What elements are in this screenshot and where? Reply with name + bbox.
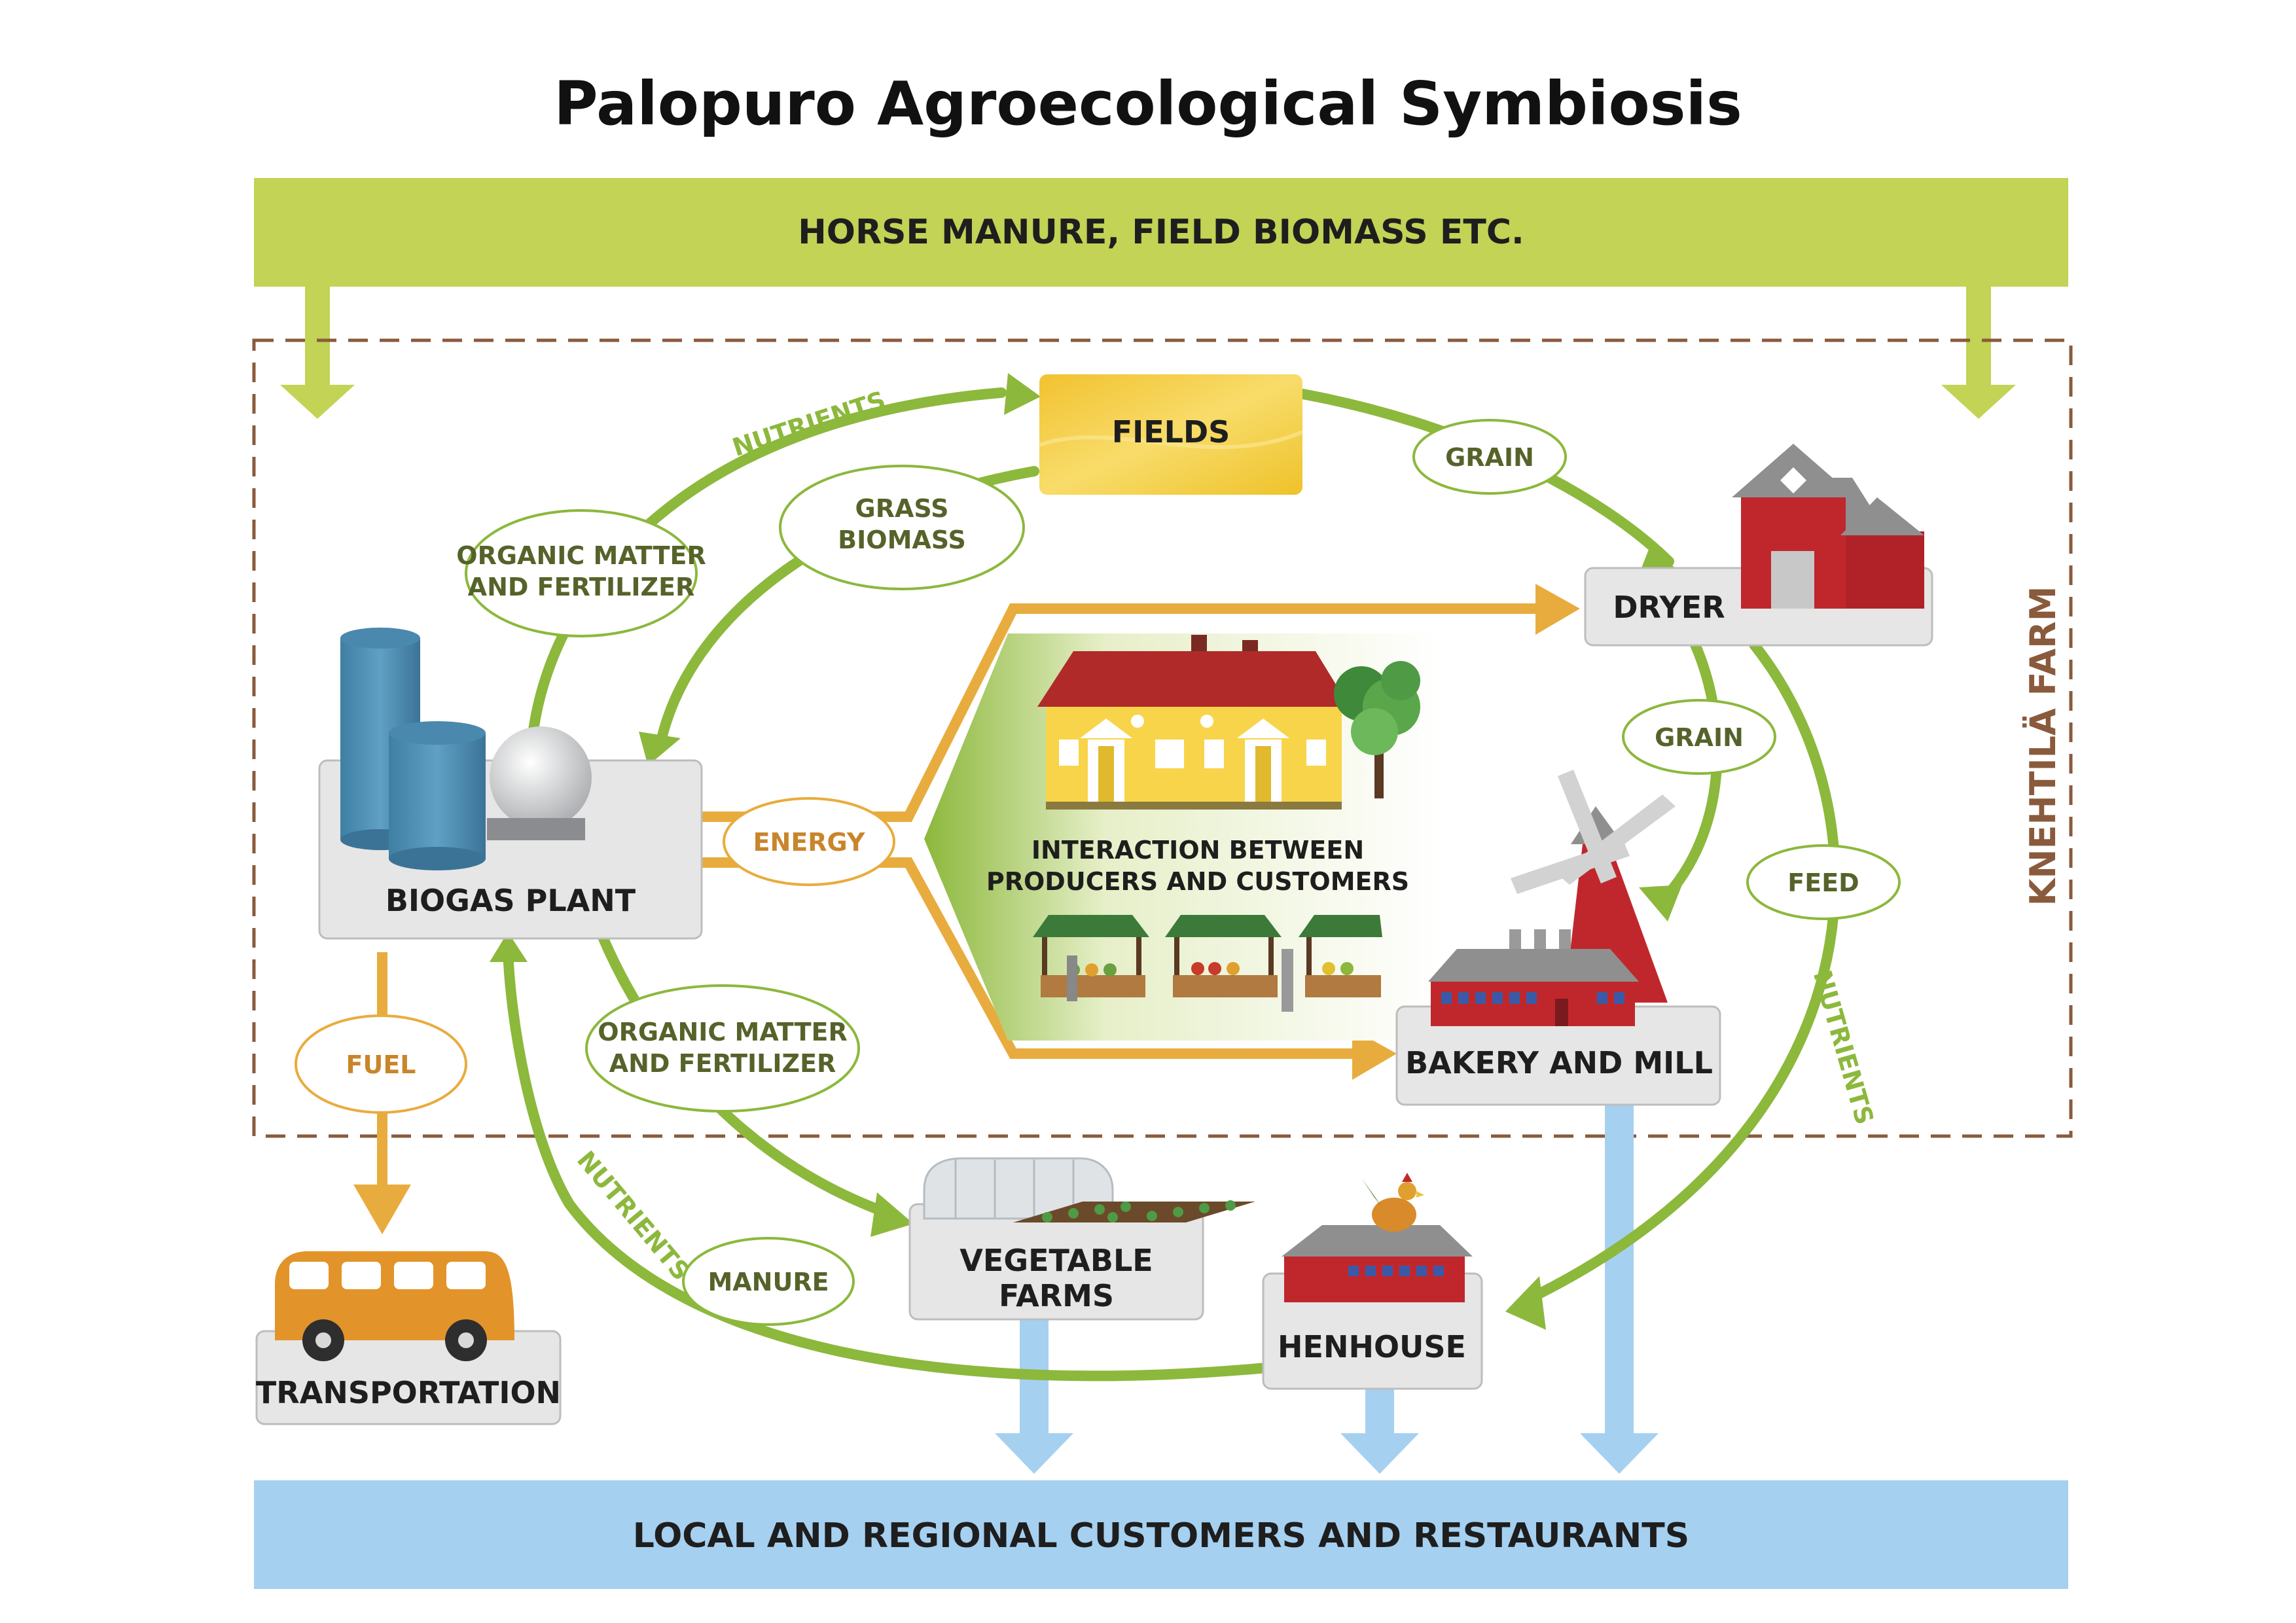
fields-node[interactable]: FIELDS	[1038, 374, 1304, 495]
fields-label: FIELDS	[1112, 414, 1230, 450]
dryer-node[interactable]: DRYER	[1584, 444, 1933, 647]
vegetable-farms-node[interactable]: VEGETABLE FARMS	[908, 1157, 1255, 1321]
organic-left-line2: AND FERTILIZER	[468, 573, 695, 601]
windmill-illustration	[1511, 770, 1676, 1003]
feed-label: FEED	[1746, 844, 1901, 920]
manor-house-illustration	[1037, 635, 1350, 810]
market-stalls-illustration	[1033, 915, 1382, 1012]
top-band-label: HORSE MANURE, FIELD BIOMASS ETC.	[798, 213, 1524, 252]
nutrients-top-label: NUTRIENTS	[729, 385, 889, 462]
fuel-label: FUEL	[295, 1014, 467, 1114]
energy-text: ENERGY	[753, 828, 865, 857]
grain-mid-text: GRAIN	[1655, 723, 1744, 752]
transportation-node[interactable]: TRANSPORTATION	[255, 1251, 562, 1425]
henhouse-node[interactable]: HENHOUSE	[1262, 1173, 1483, 1390]
feed-text: FEED	[1787, 868, 1859, 897]
bottom-band-label: LOCAL AND REGIONAL CUSTOMERS AND RESTAUR…	[633, 1516, 1689, 1556]
organic-matter-left-label: ORGANIC MATTER AND FERTILIZER	[456, 509, 706, 637]
organic-matter-bottom-label: ORGANIC MATTER AND FERTILIZER	[585, 984, 860, 1113]
vegetable-label-line1: VEGETABLE	[960, 1243, 1153, 1278]
tree-illustration	[1334, 661, 1420, 798]
manure-label: MANURE	[682, 1237, 855, 1326]
grain-top-label: GRAIN	[1412, 419, 1567, 495]
manure-text: MANURE	[708, 1268, 829, 1296]
grass-line2: BIOMASS	[838, 526, 966, 554]
dryer-label: DRYER	[1613, 590, 1725, 625]
henhouse-label: HENHOUSE	[1278, 1329, 1466, 1364]
rooster-icon	[1361, 1173, 1424, 1232]
energy-arrowheads	[353, 584, 1580, 1234]
transportation-label: TRANSPORTATION	[256, 1375, 561, 1410]
vegetable-plot-illustration	[1013, 1200, 1255, 1222]
organic-bottom-line2: AND FERTILIZER	[609, 1049, 836, 1078]
grain-top-text: GRAIN	[1445, 443, 1534, 472]
grass-biomass-label: GRASS BIOMASS	[779, 465, 1025, 590]
organic-bottom-line1: ORGANIC MATTER	[598, 1018, 847, 1046]
bakery-label: BAKERY AND MILL	[1405, 1045, 1713, 1080]
grass-line1: GRASS	[855, 494, 949, 523]
energy-label: ENERGY	[723, 797, 895, 886]
greenhouse-illustration	[923, 1157, 1114, 1220]
interaction-label-line2: PRODUCERS AND CUSTOMERS	[986, 867, 1409, 896]
organic-left-line1: ORGANIC MATTER	[456, 541, 706, 570]
vegetable-label-line2: FARMS	[999, 1278, 1114, 1313]
fuel-text: FUEL	[346, 1050, 416, 1079]
biogas-label: BIOGAS PLANT	[386, 883, 636, 918]
farm-label: KNEHTILÄ FARM	[2022, 586, 2064, 906]
biogas-tanks-illustration	[340, 628, 592, 870]
diagram-title: Palopuro Agroecological Symbiosis	[554, 69, 1742, 139]
dryer-barn-illustration	[1732, 444, 1924, 609]
interaction-label-line1: INTERACTION BETWEEN	[1031, 836, 1364, 865]
bus-icon	[275, 1251, 514, 1361]
nutrients-right-label: NUTRIENTS	[1808, 967, 1879, 1128]
farm-boundary	[252, 338, 2073, 1138]
biogas-plant-node[interactable]: BIOGAS PLANT	[318, 628, 703, 940]
bakery-mill-node[interactable]: BAKERY AND MILL	[1395, 770, 1721, 1106]
interaction-area: INTERACTION BETWEEN PRODUCERS AND CUSTOM…	[924, 633, 1440, 1041]
bottom-customer-band: LOCAL AND REGIONAL CUSTOMERS AND RESTAUR…	[254, 1480, 2068, 1589]
top-input-band: HORSE MANURE, FIELD BIOMASS ETC.	[254, 178, 2068, 419]
grain-mid-label: GRAIN	[1622, 699, 1776, 775]
henhouse-building-illustration	[1282, 1225, 1473, 1302]
mill-building-illustration	[1428, 929, 1639, 1026]
